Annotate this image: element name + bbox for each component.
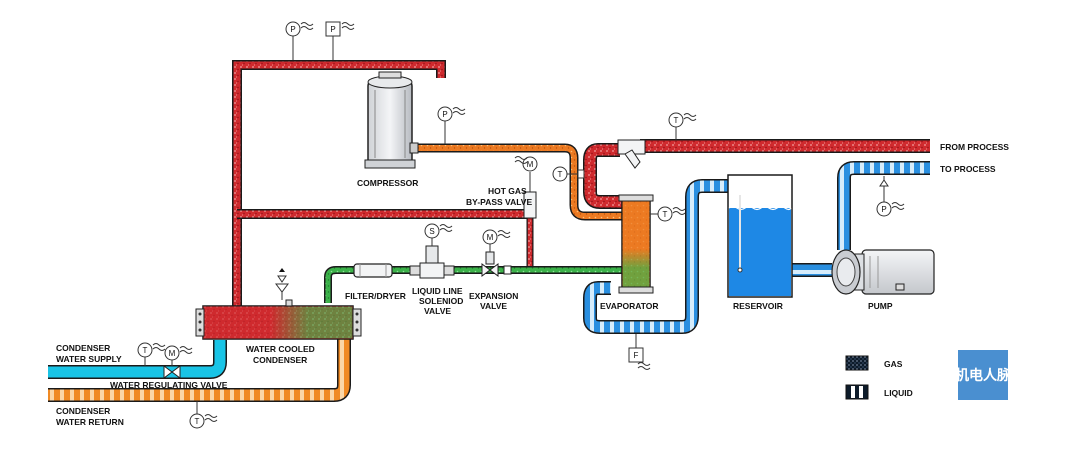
filter-dryer — [353, 263, 393, 278]
water-cooled-condenser — [195, 299, 362, 340]
temperature-sensor-suction: T — [552, 166, 585, 182]
liquid-line-pipe — [324, 266, 622, 303]
svg-text:M: M — [527, 160, 534, 169]
label-cond-supply-2: WATER SUPPLY — [56, 354, 122, 364]
process-water-pipe — [583, 161, 930, 334]
pump — [831, 249, 935, 295]
label-pump: PUMP — [868, 301, 893, 311]
relief-valve-icon — [275, 268, 289, 300]
label-condenser-1: WATER COOLED — [246, 344, 315, 354]
svg-text:M: M — [487, 233, 494, 242]
expansion-valve — [481, 244, 512, 277]
temperature-sensor-evaporator: T — [650, 206, 686, 222]
solenoid-coil: S — [424, 223, 453, 239]
reservoir — [727, 174, 793, 298]
svg-text:F: F — [634, 351, 639, 360]
svg-text:P: P — [290, 25, 295, 34]
legend-gas-swatch — [845, 355, 869, 371]
svg-text:T: T — [195, 417, 200, 426]
svg-text:S: S — [429, 227, 434, 236]
pressure-switch-discharge: P — [325, 21, 355, 60]
svg-text:P: P — [881, 205, 886, 214]
svg-text:T: T — [143, 346, 148, 355]
pressure-gauge-suction: P — [437, 106, 466, 144]
svg-text:P: P — [330, 25, 335, 34]
label-reservoir: RESERVOIR — [733, 301, 783, 311]
condenser-water-supply-pipe — [48, 340, 227, 379]
expansion-valve-motor: M — [482, 229, 511, 245]
label-cond-return-1: CONDENSER — [56, 406, 110, 416]
pressure-gauge-discharge: P — [285, 21, 314, 60]
condenser-water-return-pipe — [48, 338, 351, 402]
legend: GAS LIQUID — [845, 355, 913, 400]
evaporator — [618, 194, 654, 294]
water-valve-motor: M — [164, 345, 193, 361]
label-filter-dryer: FILTER/DRYER — [345, 291, 406, 301]
label-hot-gas-1: HOT GAS — [488, 186, 527, 196]
label-hot-gas-2: BY-PASS VALVE — [466, 197, 532, 207]
temperature-sensor-from-process: T — [668, 112, 697, 140]
flow-switch: F — [628, 334, 651, 370]
pump-discharge-pressure-gauge: P — [876, 176, 905, 217]
label-water-reg-valve: WATER REGULATING VALVE — [110, 380, 228, 390]
water-regulating-valve — [163, 360, 181, 379]
label-cond-supply-1: CONDENSER — [56, 343, 110, 353]
compressor — [364, 71, 419, 169]
label-to-process: TO PROCESS — [940, 164, 996, 174]
suction-line-pipe — [414, 143, 622, 221]
hot-gas-discharge-pipe — [232, 60, 534, 312]
label-solenoid-2: SOLENIOD — [419, 296, 463, 306]
legend-liquid-swatch — [845, 384, 869, 400]
hot-gas-bypass-valve — [523, 172, 537, 219]
label-evaporator: EVAPORATOR — [600, 301, 659, 311]
svg-text:P: P — [442, 110, 447, 119]
logo: 机电人脉 — [955, 350, 1012, 400]
svg-text:T: T — [674, 116, 679, 125]
label-from-process: FROM PROCESS — [940, 142, 1009, 152]
label-expansion-1: EXPANSION — [469, 291, 518, 301]
label-compressor: COMPRESSOR — [357, 178, 418, 188]
legend-gas-label: GAS — [884, 359, 903, 369]
label-solenoid-1: LIQUID LINE — [412, 286, 463, 296]
label-solenoid-3: VALVE — [424, 306, 451, 316]
temperature-sensor-condenser-return: T — [189, 401, 218, 429]
liquid-line-solenoid-valve — [409, 238, 455, 279]
from-process-pipe — [583, 139, 930, 209]
label-expansion-2: VALVE — [480, 301, 507, 311]
hot-gas-valve-motor: M — [514, 156, 538, 172]
logo-text: 机电人脉 — [955, 367, 1012, 384]
legend-liquid-label: LIQUID — [884, 388, 913, 398]
label-cond-return-2: WATER RETURN — [56, 417, 124, 427]
svg-text:T: T — [663, 210, 668, 219]
label-condenser-2: CONDENSER — [253, 355, 307, 365]
strainer — [617, 139, 646, 169]
temperature-sensor-condenser-supply: T — [137, 342, 166, 366]
svg-text:T: T — [558, 170, 563, 179]
svg-text:M: M — [169, 349, 176, 358]
